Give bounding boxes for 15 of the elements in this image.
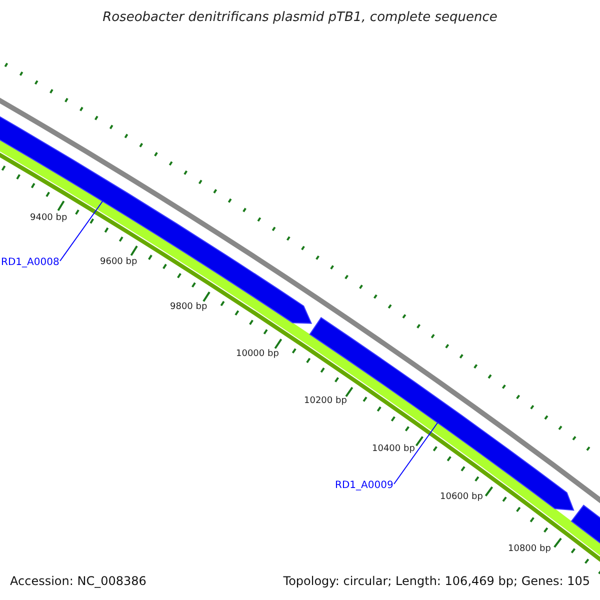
position-label: 10800 bp [508,545,551,554]
diagram-title: Roseobacter denitrificans plasmid pTB1, complete sequence [102,11,498,24]
position-label: 10400 bp [372,445,415,454]
position-label: 9400 bp [30,214,68,223]
sequence-info-text: Topology: circular; Length: 106,469 bp; Genes: 105 [283,575,590,587]
gene-label: RD1_A0008 [1,258,60,268]
gene-label: RD1_A0009 [335,481,394,491]
leader-line [60,200,104,262]
position-label: 9600 bp [100,258,138,267]
position-label: 10200 bp [304,397,347,406]
leader-line [394,422,438,484]
position-label: 10600 bp [440,493,483,502]
position-label: 9800 bp [170,303,208,312]
position-label: 10000 bp [236,350,279,359]
accession-text: Accession: NC_008386 [10,575,146,587]
